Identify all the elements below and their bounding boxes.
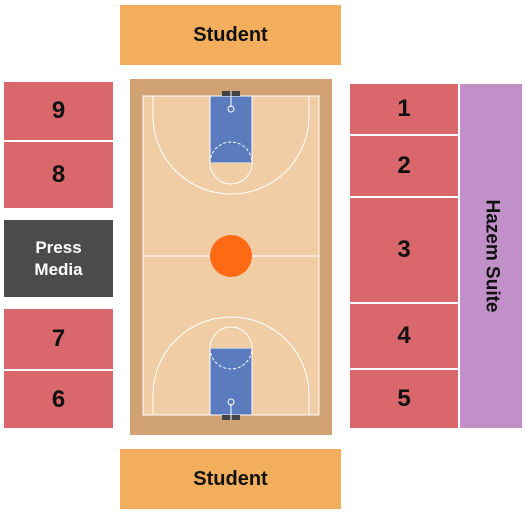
section-7[interactable]: 7 [4,309,113,369]
section-6-label: 6 [51,385,66,413]
section-9-label: 9 [51,97,66,124]
section-hazem-suite[interactable]: Hazem Suite [460,84,522,428]
free-throw-circle-bottom-dashed [209,347,253,370]
section-press-media[interactable]: Press Media [4,220,113,297]
section-student-bottom[interactable]: Student [120,449,341,509]
section-5[interactable]: 5 [350,370,458,428]
section-4-label: 4 [397,322,411,349]
three-point-arc-top [152,96,310,195]
basketball-icon [210,235,252,277]
section-student-top-label: Student [193,23,268,46]
section-9[interactable]: 9 [4,82,113,140]
section-5-label: 5 [397,385,411,412]
basketball-court [130,79,332,435]
free-throw-circle-bottom [209,326,253,349]
free-throw-circle-top [209,162,253,185]
section-4[interactable]: 4 [350,304,458,368]
three-point-arc-bottom [152,316,310,415]
free-throw-circle-top-dashed [209,141,253,164]
paint-top [209,95,253,164]
hoop-bottom [227,398,235,406]
hazem-suite-label: Hazem Suite [481,199,503,313]
section-8-label: 8 [51,161,66,188]
section-7-label: 7 [51,325,66,352]
section-6[interactable]: 6 [4,371,113,428]
section-3[interactable]: 3 [350,198,458,302]
section-2-label: 2 [397,152,411,179]
section-student-top[interactable]: Student [120,5,341,65]
press-media-label-line2: Media [34,259,83,279]
hoop-top [227,105,235,113]
press-media-label-line1: Press [35,237,82,257]
section-1[interactable]: 1 [350,84,458,134]
section-1-label: 1 [397,95,411,122]
section-3-label: 3 [397,236,411,263]
section-8[interactable]: 8 [4,142,113,208]
section-2[interactable]: 2 [350,136,458,196]
section-student-bottom-label: Student [193,467,268,490]
